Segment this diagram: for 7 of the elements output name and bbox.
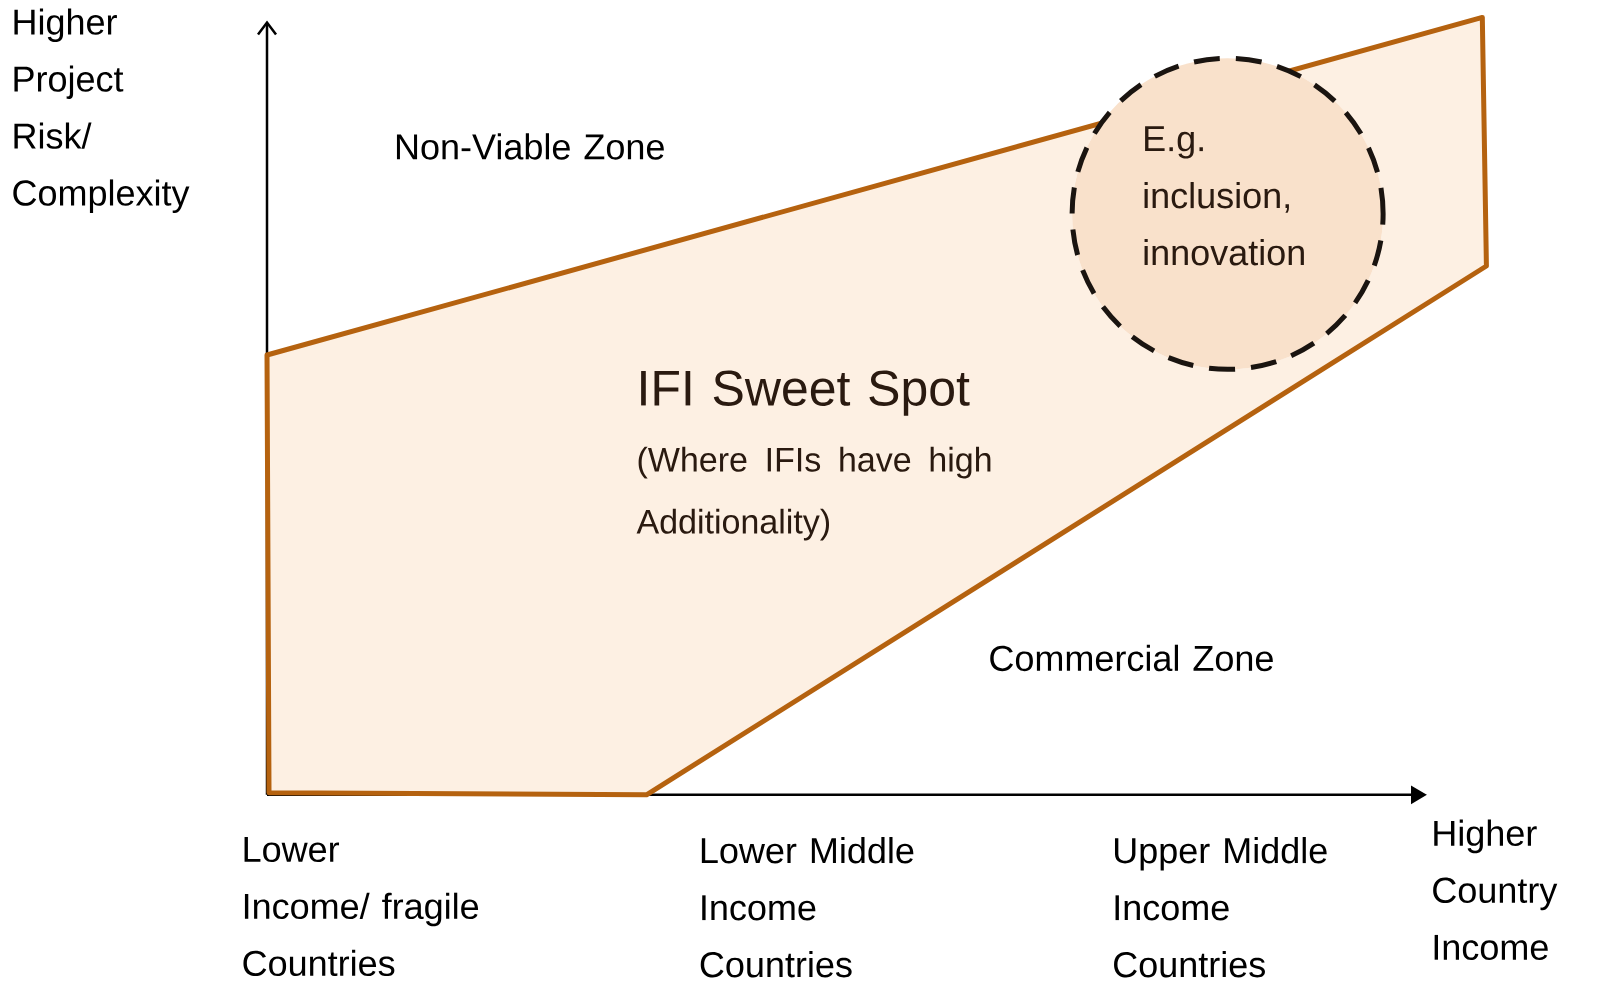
axis-label: Non-Viable Zone <box>396 133 664 160</box>
axis-label: Lower Income/ fragile Countries <box>243 837 479 977</box>
axis-label: Upper Middle Income Countries <box>1114 837 1327 978</box>
axis-label: Higher Country Income <box>1433 819 1558 961</box>
axis-label: Higher Project Risk/ Complexity <box>13 8 190 213</box>
axis-label: Commercial Zone <box>990 644 1273 672</box>
axis-label: Lower Middle Income Countries <box>700 837 914 978</box>
